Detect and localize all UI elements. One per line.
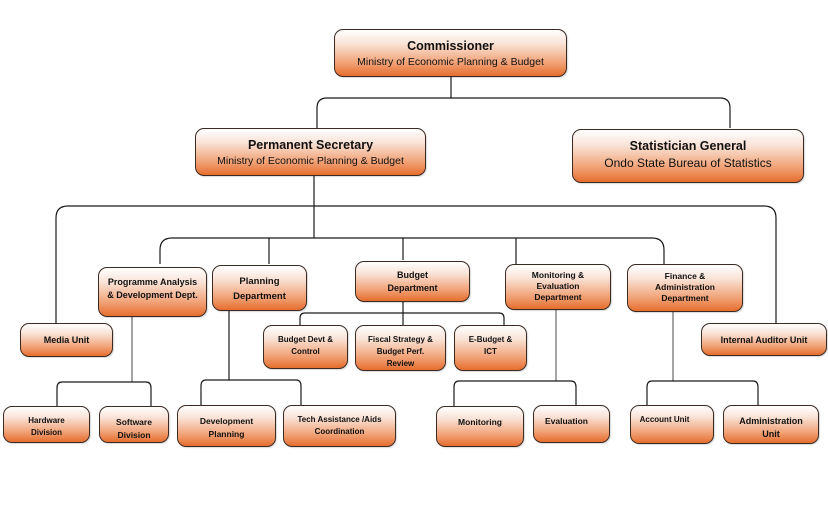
software-division-box[interactable]: Software Division [99, 406, 169, 443]
connector-budget-sub-branch [299, 312, 505, 325]
budget-department-label: Budget Department [387, 270, 438, 293]
budget-devt-control-box[interactable]: Budget Devt & Control [263, 325, 348, 369]
permanent-secretary-title: Permanent Secretary [247, 138, 374, 152]
connector-fin-branch [646, 380, 759, 405]
commissioner-box[interactable]: Commissioner Ministry of Economic Planni… [334, 29, 567, 77]
budget-department-box[interactable]: Budget Department [355, 261, 470, 302]
connector-planning-branch [200, 379, 302, 405]
planning-department-label: Planning Department [233, 276, 286, 302]
connector-dept-branch [159, 237, 665, 264]
monitoring-label: Monitoring [458, 417, 502, 427]
connector-top-branch [316, 97, 731, 128]
connector-pa-branch [56, 381, 152, 406]
tech-assistance-box[interactable]: Tech Assistance /Aids Coordination [283, 405, 396, 447]
software-division-label: Software Division [116, 417, 152, 440]
monitoring-box[interactable]: Monitoring [436, 406, 524, 447]
commissioner-title: Commissioner [407, 39, 494, 53]
media-unit-box[interactable]: Media Unit [20, 323, 113, 357]
tech-assistance-label: Tech Assistance /Aids Coordination [297, 415, 382, 436]
statistician-general-subtitle: Ondo State Bureau of Statistics [604, 156, 772, 170]
ebudget-ict-label: E-Budget & ICT [468, 335, 513, 356]
evaluation-box[interactable]: Evaluation [533, 405, 610, 443]
planning-department-box[interactable]: Planning Department [212, 265, 307, 311]
media-unit-label: Media Unit [43, 335, 90, 345]
fiscal-strategy-label: Fiscal Strategy & Budget Perf. Review [368, 335, 433, 368]
fiscal-strategy-box[interactable]: Fiscal Strategy & Budget Perf. Review [355, 325, 446, 371]
statistician-general-title: Statistician General [629, 139, 747, 153]
statistician-general-box[interactable]: Statistician General Ondo State Bureau o… [572, 129, 804, 183]
monitoring-evaluation-box[interactable]: Monitoring & Evaluation Department [505, 264, 611, 310]
ebudget-ict-box[interactable]: E-Budget & ICT [454, 325, 527, 371]
internal-auditor-unit-label: Internal Auditor Unit [720, 335, 808, 345]
budget-devt-control-label: Budget Devt & Control [277, 335, 334, 356]
administration-unit-label: Administration Unit [739, 416, 803, 439]
development-planning-box[interactable]: Development Planning [177, 405, 276, 447]
finance-administration-box[interactable]: Finance & Administration Department [627, 264, 743, 312]
connector-me-branch [453, 380, 577, 406]
hardware-division-label: Hardware Division [28, 416, 65, 437]
hardware-division-box[interactable]: Hardware Division [3, 406, 90, 443]
programme-analysis-label: Programme Analysis & Development Dept. [107, 277, 198, 300]
finance-administration-label: Finance & Administration Department [655, 271, 715, 303]
permanent-secretary-subtitle: Ministry of Economic Planning & Budget [217, 155, 404, 167]
permanent-secretary-box[interactable]: Permanent Secretary Ministry of Economic… [195, 128, 426, 176]
development-planning-label: Development Planning [199, 416, 254, 439]
commissioner-subtitle: Ministry of Economic Planning & Budget [357, 56, 544, 68]
programme-analysis-box[interactable]: Programme Analysis & Development Dept. [98, 267, 207, 317]
connector-outer-branch [55, 205, 777, 323]
account-unit-label: Account Unit [639, 415, 690, 424]
monitoring-evaluation-label: Monitoring & Evaluation Department [531, 270, 585, 302]
account-unit-box[interactable]: Account Unit [630, 405, 714, 444]
evaluation-label: Evaluation [545, 416, 588, 426]
internal-auditor-unit-box[interactable]: Internal Auditor Unit [701, 323, 827, 356]
administration-unit-box[interactable]: Administration Unit [723, 405, 819, 444]
